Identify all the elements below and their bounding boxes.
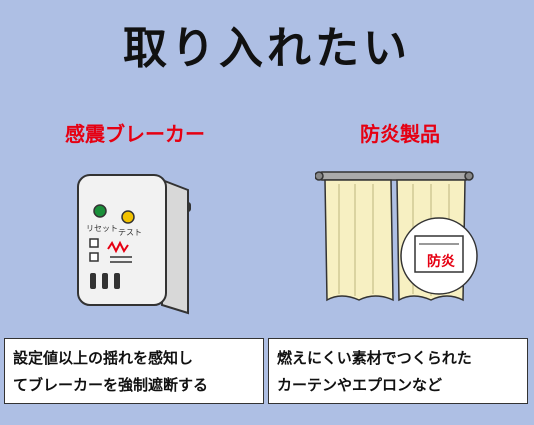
reset-label: リセット [86,224,118,233]
test-label: テスト [118,228,142,237]
seismic-wave-icon [107,240,129,254]
flame-retardant-curtain-illustration: 防炎 [315,171,478,302]
flame-retardant-tag: 防炎 [427,253,455,270]
flame-retardant-heading: 防炎製品 [360,122,440,146]
earthquake-breaker-description: 設定値以上の揺れを感知し てブレーカーを強制遮断する [4,338,264,404]
breaker-device-illustration: リセット テスト [77,174,191,315]
reset-led-icon [93,204,107,218]
earthquake-breaker-heading: 感震ブレーカー [65,122,205,146]
flame-retardant-description: 燃えにくい素材でつくられた カーテンやエプロンなど [268,338,528,404]
page-title: 取り入れたい [123,23,411,74]
test-led-icon [121,210,135,224]
